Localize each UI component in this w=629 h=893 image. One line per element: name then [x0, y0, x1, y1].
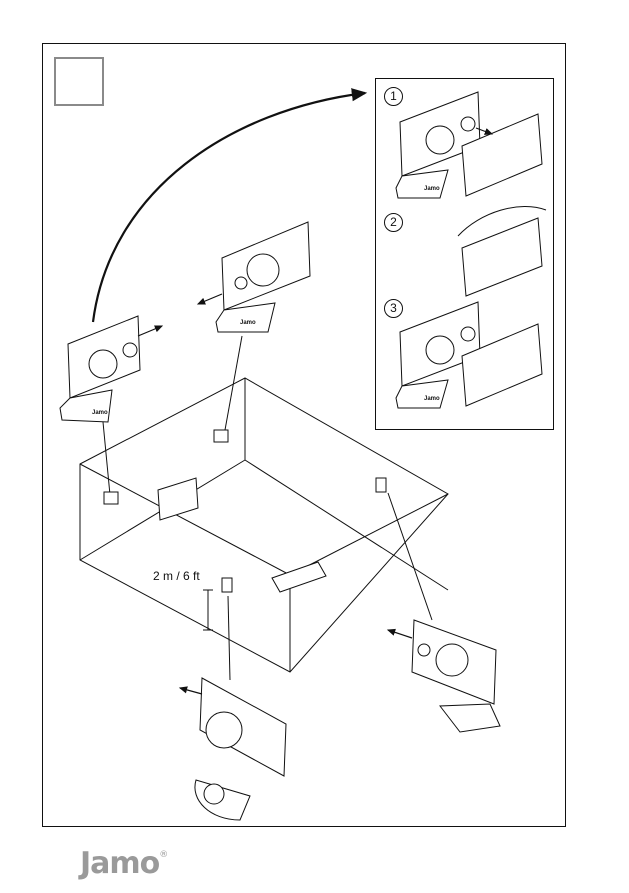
height-dimension [203, 590, 213, 630]
speaker-panel-2 [458, 206, 546, 296]
jamo-logo: Jamo® [80, 846, 167, 881]
logo-text: Jamo [80, 846, 159, 881]
step-number-3: 3 [384, 299, 403, 318]
speaker-center [216, 222, 310, 332]
step-number-2: 2 [384, 213, 403, 232]
direction-arrows [138, 128, 492, 694]
leader-lines [103, 336, 432, 680]
speaker-rear [195, 678, 286, 820]
speaker-panel-1 [396, 92, 542, 198]
speaker-brand-mark: Jamo [424, 186, 440, 192]
step-number-1: 1 [384, 87, 403, 106]
trademark-symbol: ® [159, 850, 167, 860]
distance-label: 2 m / 6 ft [153, 569, 200, 583]
speaker-panel-3 [396, 302, 542, 408]
speaker-front-left [60, 316, 140, 422]
speaker-brand-mark: Jamo [240, 320, 256, 326]
room-outline [80, 378, 448, 672]
speaker-brand-mark: Jamo [424, 396, 440, 402]
speaker-brand-mark: Jamo [92, 410, 108, 416]
speaker-right-surround [412, 620, 500, 732]
